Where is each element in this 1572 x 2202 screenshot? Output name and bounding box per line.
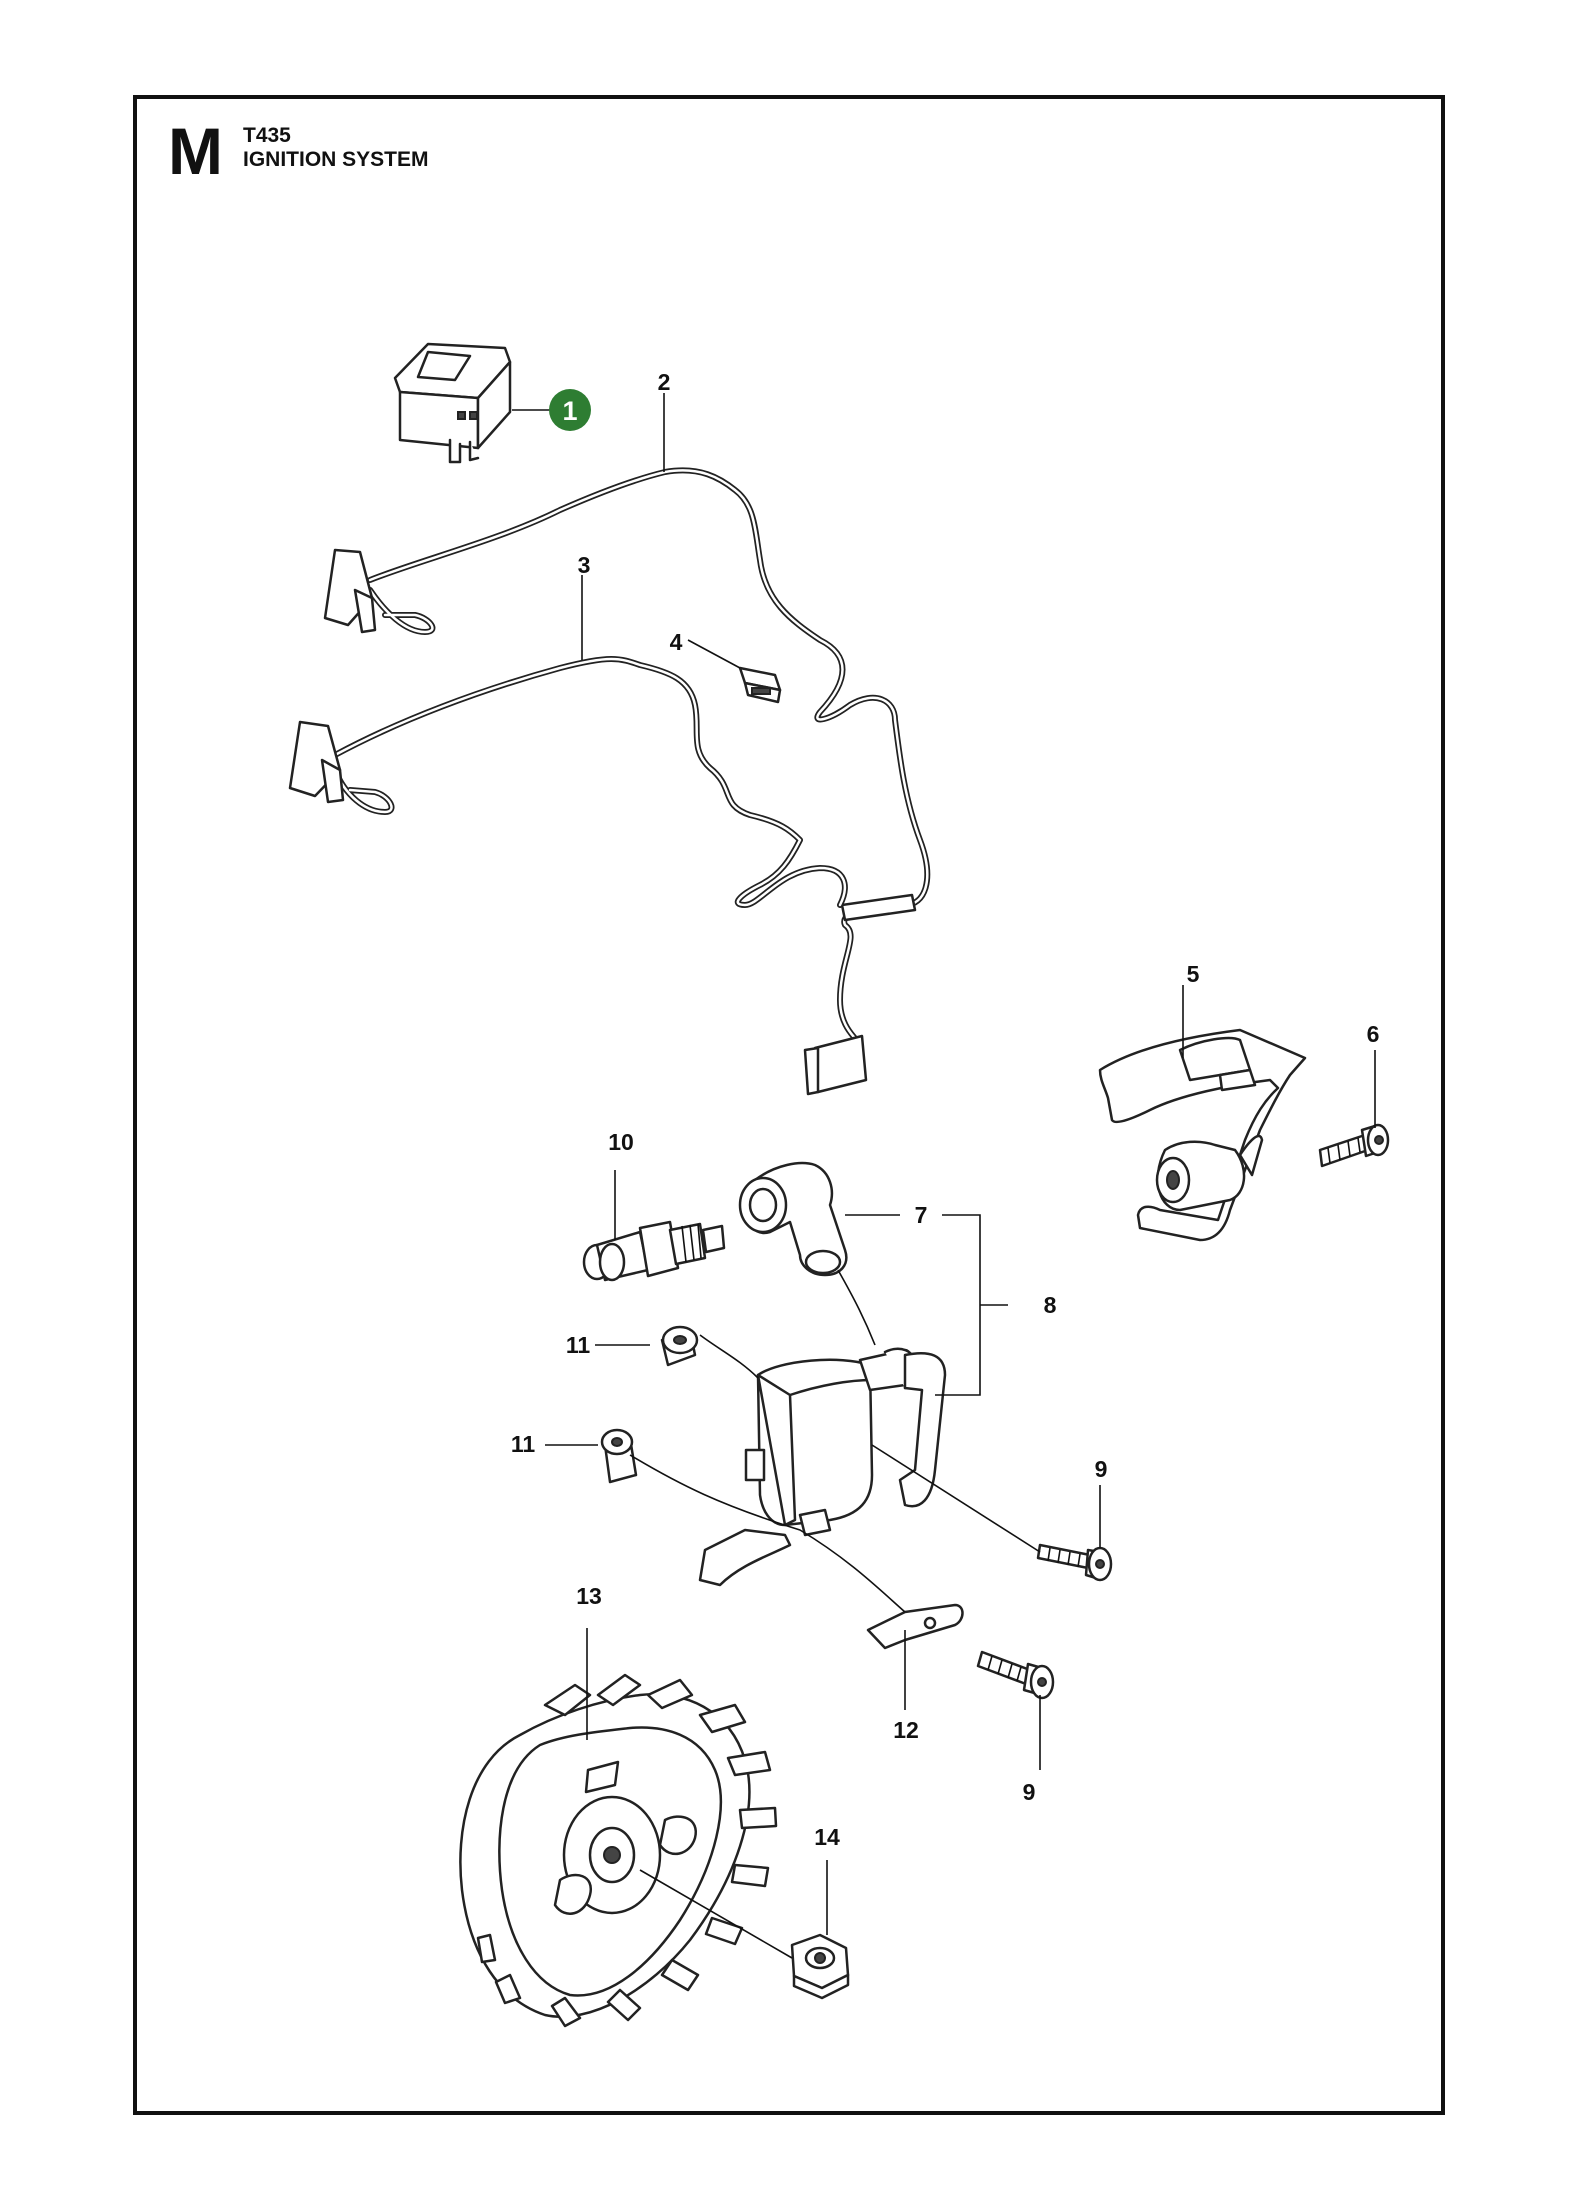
part-flywheel[interactable] [459,1673,778,2028]
section-title: IGNITION SYSTEM [243,148,429,171]
callout-11-lower: 11 [511,1431,536,1457]
part-wire-harness-2[interactable] [323,467,931,1096]
part-screw-9-upper[interactable] [1036,1543,1113,1582]
part-ground-plate[interactable] [866,1603,964,1650]
part-wire-harness-3[interactable] [288,656,848,908]
leader-lines [545,393,1376,1959]
callout-10: 10 [608,1129,634,1155]
highlight-badge [549,389,591,431]
part-ignition-cover[interactable] [1098,1028,1307,1242]
callout-3: 3 [578,552,591,578]
callout-9-upper: 9 [1095,1456,1108,1482]
section-letter: M [168,114,223,188]
part-spacer-lower[interactable] [600,1428,638,1484]
callout-7: 7 [915,1202,928,1228]
callout-12: 12 [893,1717,919,1743]
part-screw-9-lower[interactable] [976,1650,1055,1700]
part-spark-plug[interactable] [582,1220,726,1282]
callout-5: 5 [1187,961,1200,987]
callout-1: 1 [562,396,577,426]
part-plug-cap[interactable] [738,1161,848,1277]
part-flywheel-nut[interactable] [790,1933,850,2000]
callout-numbers: 2 3 4 5 6 7 8 9 9 10 11 11 12 13 14 [511,369,1380,1850]
part-screw-6[interactable] [1318,1123,1390,1168]
part-ignition-module[interactable] [698,1269,947,1587]
callout-2: 2 [658,369,671,395]
callout-14: 14 [814,1824,840,1850]
callout-4: 4 [670,629,683,655]
part-stop-switch[interactable] [393,342,512,464]
callout-13: 13 [576,1583,602,1609]
part-spacer-upper[interactable] [660,1325,699,1367]
model-number: T435 [243,124,291,147]
diagram-frame [133,95,1445,2115]
part-cable-clip[interactable] [738,666,782,704]
callout-9-lower: 9 [1023,1779,1036,1805]
callout-6: 6 [1367,1021,1380,1047]
callout-8: 8 [1044,1292,1057,1318]
callout-11-upper: 11 [566,1332,591,1358]
